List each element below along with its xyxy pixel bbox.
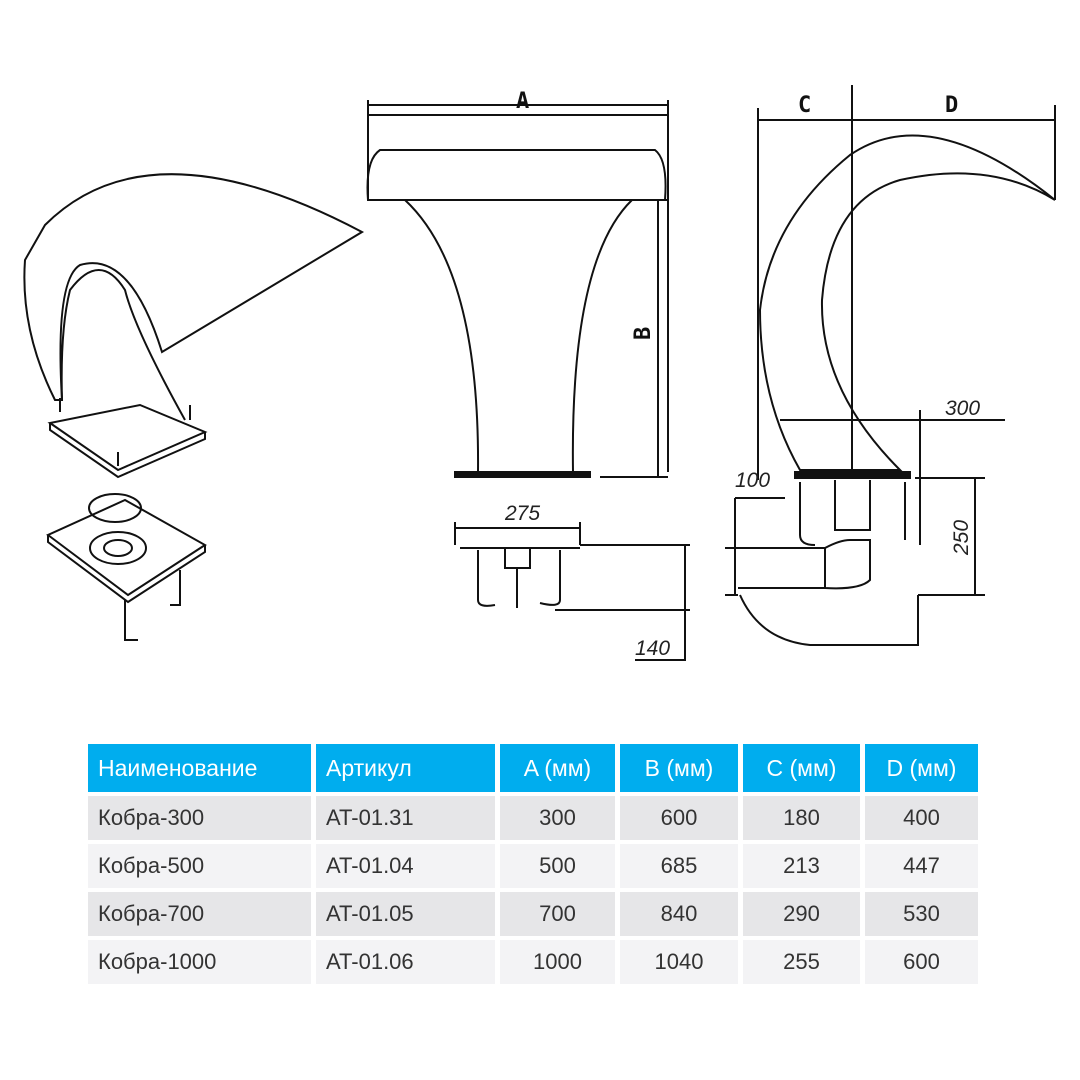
cell-article: AT-01.04	[316, 844, 495, 888]
cell-c: 213	[743, 844, 860, 888]
cell-article: AT-01.06	[316, 940, 495, 984]
cell-name: Кобра-1000	[88, 940, 311, 984]
cell-d: 400	[865, 796, 978, 840]
cell-b: 600	[620, 796, 738, 840]
label-b: B	[631, 327, 656, 340]
cell-d: 530	[865, 892, 978, 936]
cell-name: Кобра-700	[88, 892, 311, 936]
dim-base-width: 275	[504, 502, 540, 525]
cell-c: 290	[743, 892, 860, 936]
header-d: D (мм)	[865, 744, 978, 792]
header-b: B (мм)	[620, 744, 738, 792]
isometric-view	[23, 173, 365, 641]
cell-article: AT-01.31	[316, 796, 495, 840]
cell-c: 255	[743, 940, 860, 984]
cell-d: 447	[865, 844, 978, 888]
spec-table: Наименование Артикул A (мм) B (мм) C (мм…	[83, 740, 983, 988]
header-a: A (мм)	[500, 744, 615, 792]
dim-anchor-depth: 140	[635, 637, 670, 660]
cell-b: 685	[620, 844, 738, 888]
cell-name: Кобра-500	[88, 844, 311, 888]
cell-name: Кобра-300	[88, 796, 311, 840]
cell-c: 180	[743, 796, 860, 840]
label-d: D	[945, 93, 958, 118]
cell-article: AT-01.05	[316, 892, 495, 936]
cell-a: 700	[500, 892, 615, 936]
cell-a: 300	[500, 796, 615, 840]
header-c: C (мм)	[743, 744, 860, 792]
dim-plate-width: 300	[945, 397, 980, 420]
front-view	[366, 100, 690, 661]
dim-offset: 100	[735, 469, 770, 492]
cell-b: 840	[620, 892, 738, 936]
table-header: Наименование Артикул A (мм) B (мм) C (мм…	[88, 744, 978, 792]
dim-install-depth: 250	[950, 520, 973, 556]
technical-drawing: A B C D 275 140 300 100 250	[23, 85, 1056, 661]
label-a: A	[516, 89, 529, 114]
cell-d: 600	[865, 940, 978, 984]
cell-a: 500	[500, 844, 615, 888]
header-name: Наименование	[88, 744, 311, 792]
cell-a: 1000	[500, 940, 615, 984]
header-article: Артикул	[316, 744, 495, 792]
side-view	[725, 85, 1056, 646]
label-c: C	[798, 93, 811, 118]
cell-b: 1040	[620, 940, 738, 984]
